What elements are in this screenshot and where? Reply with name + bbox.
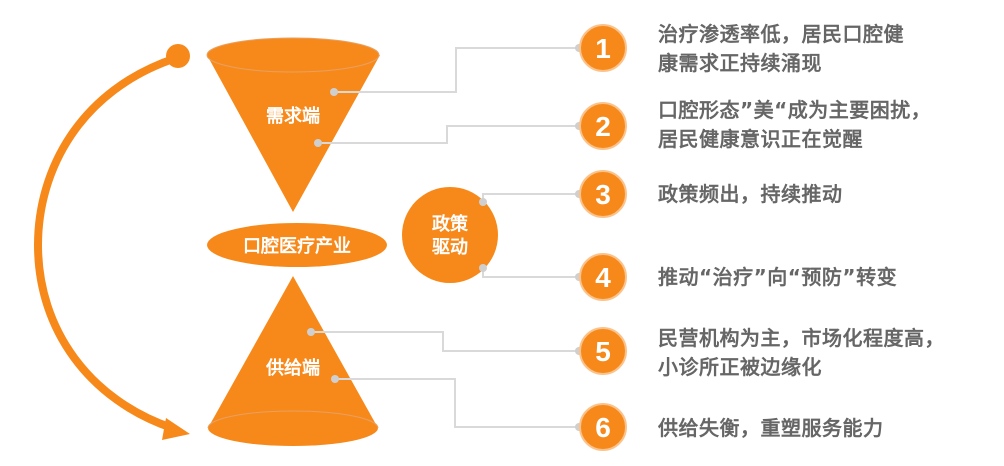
item-text-line: 康需求正持续涌现 <box>658 51 822 75</box>
item-text-line: 治疗渗透率低，居民口腔健 <box>658 22 904 46</box>
connector-dot <box>479 264 487 272</box>
badge-number: 4 <box>595 262 611 293</box>
connector-dot <box>331 375 339 383</box>
item-text-line: 推动“治疗”向“预防”转变 <box>658 265 898 289</box>
item-text-line: 居民健康意识正在觉醒 <box>658 127 863 151</box>
connector-dot <box>307 328 315 336</box>
item-5-text: 民营机构为主，市场化程度高， 小诊所正被边缘化 <box>658 324 945 382</box>
arrow-start-dot <box>166 44 190 68</box>
connector-4 <box>482 268 580 278</box>
demand-cone: 需求端 <box>206 37 380 212</box>
item-3-text: 政策频出，持续推动 <box>658 180 843 209</box>
badge-number: 2 <box>595 111 611 142</box>
policy-label-line1: 政策 <box>432 213 469 235</box>
connector-dot <box>330 88 338 96</box>
connector-6 <box>335 378 580 428</box>
connector-5 <box>311 331 580 352</box>
supply-cone: 供给端 <box>207 276 379 446</box>
item-4-text: 推动“治疗”向“预防”转变 <box>658 263 897 292</box>
item-text-line: 民营机构为主，市场化程度高， <box>658 326 945 350</box>
supply-label: 供给端 <box>265 357 320 379</box>
connector-dot <box>479 198 487 206</box>
badge-6: 6 <box>579 403 627 451</box>
policy-label-line2: 驱动 <box>432 237 468 258</box>
item-text-line: 政策频出，持续推动 <box>658 182 843 206</box>
connector-1 <box>334 47 580 93</box>
item-text-line: 供给失衡，重塑服务能力 <box>658 416 884 440</box>
arrowhead-icon <box>162 418 190 440</box>
connector-dot <box>314 139 322 147</box>
policy-circle: 政策 驱动 <box>402 187 498 283</box>
badge-number: 3 <box>595 179 611 210</box>
badge-number: 6 <box>595 412 611 443</box>
badge-1: 1 <box>579 24 627 72</box>
item-1-text: 治疗渗透率低，居民口腔健 康需求正持续涌现 <box>658 20 904 78</box>
badge-2: 2 <box>579 102 627 150</box>
item-2-text: 口腔形态”美“成为主要困扰， 居民健康意识正在觉醒 <box>658 96 931 154</box>
industry-label: 口腔医疗产业 <box>243 235 351 257</box>
badge-number: 1 <box>595 33 611 64</box>
demand-label: 需求端 <box>266 105 320 127</box>
item-text-line: 小诊所正被边缘化 <box>658 355 822 379</box>
badge-4: 4 <box>579 253 627 301</box>
badge-5: 5 <box>579 327 627 375</box>
connector-3 <box>482 193 580 202</box>
connector-2 <box>318 125 580 144</box>
industry-ellipse: 口腔医疗产业 <box>207 223 387 267</box>
number-badges: 1 2 3 4 5 6 <box>579 24 627 451</box>
badge-3: 3 <box>579 170 627 218</box>
item-6-text: 供给失衡，重塑服务能力 <box>658 414 884 443</box>
connectors <box>307 44 583 431</box>
item-text-line: 口腔形态”美“成为主要困扰， <box>658 98 932 122</box>
cycle-arrow <box>33 44 190 440</box>
badge-number: 5 <box>595 336 611 367</box>
